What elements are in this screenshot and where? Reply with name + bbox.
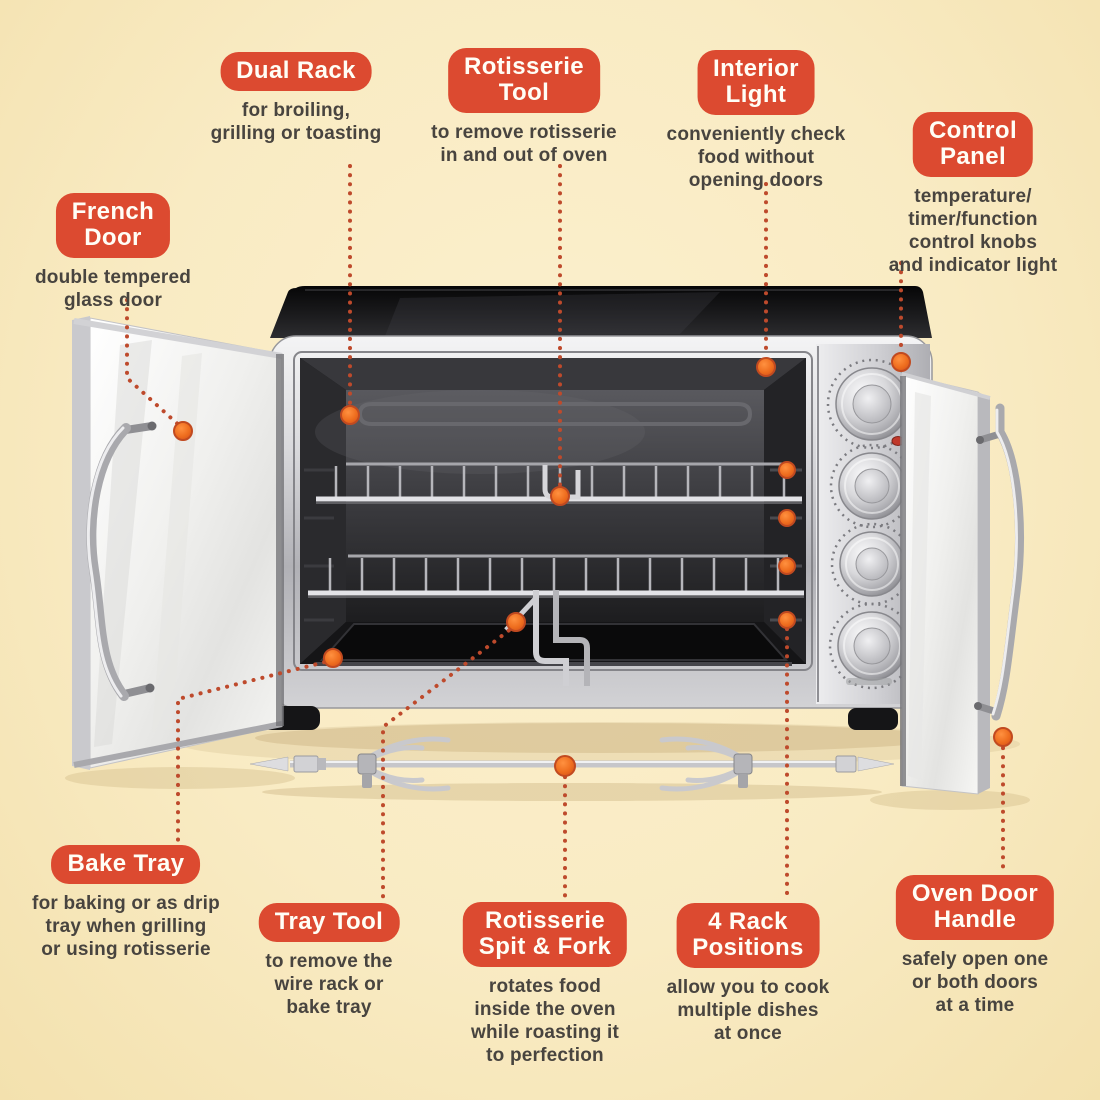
callout-oven-door-handle: Oven Door Handle safely open one or both… [895, 875, 1055, 1017]
tray-tool-marker [506, 612, 526, 632]
rotisserie-tool-marker [550, 486, 570, 506]
floor-shadow [65, 722, 1030, 810]
left-french-door [72, 316, 284, 770]
rotisserie-spit-fork-label: Rotisserie Spit & Fork [462, 902, 628, 967]
timer-knob [830, 522, 914, 606]
callout-control-panel: Control Panel temperature/ timer/functio… [889, 112, 1057, 277]
oven-cavity [300, 358, 806, 686]
french-door-marker [173, 421, 193, 441]
left-door-handle [86, 421, 157, 701]
interior-light-marker [756, 357, 776, 377]
bake-tray-marker [323, 648, 343, 668]
bake-tray-description: for baking or as drip tray when grilling… [32, 893, 220, 960]
rotisserie-tool-description: to remove rotisserie in and out of oven [431, 122, 617, 166]
oven-body [262, 335, 933, 730]
french-door-label: French Door [55, 193, 171, 258]
oven-door-handle-description: safely open one or both doors at a time [901, 949, 1049, 1016]
callout-interior-light: Interior Light conveniently check food w… [667, 50, 846, 192]
tray-tool-description: to remove the wire rack or bake tray [265, 951, 393, 1018]
rack-positions-label: 4 Rack Positions [676, 903, 820, 968]
callout-rack-positions: 4 Rack Positions allow you to cook multi… [667, 903, 830, 1045]
control-panel-marker [891, 352, 911, 372]
french-door-description: double tempered glass door [34, 267, 192, 311]
interior-light-label: Interior Light [697, 50, 815, 115]
control-panel-description: temperature/ timer/function control knob… [888, 186, 1058, 276]
oven-door-handle-marker [993, 727, 1013, 747]
brand-mark [846, 678, 892, 685]
dual-rack-description: for broiling, grilling or toasting [210, 100, 382, 144]
connector-french-door [125, 298, 183, 429]
rack-position-marker-2 [778, 509, 796, 527]
callout-french-door: French Door double tempered glass door [35, 193, 191, 312]
right-door-handle [974, 403, 1024, 721]
right-french-door [900, 372, 1024, 795]
rack-position-marker-4 [778, 611, 796, 629]
callout-rotisserie-tool: Rotisserie Tool to remove rotisserie in … [431, 48, 617, 167]
dual-rack-marker [340, 405, 360, 425]
callout-tray-tool: Tray Tool to remove the wire rack or bak… [258, 903, 400, 1019]
callout-dual-rack: Dual Rack for broiling, grilling or toas… [211, 52, 382, 145]
connector-tray-tool [381, 623, 518, 901]
tray-tool-label: Tray Tool [258, 903, 400, 942]
rotisserie-spit-marker [554, 755, 576, 777]
callout-markers [173, 352, 1013, 777]
callout-bake-tray: Bake Tray for baking or as drip tray whe… [32, 845, 220, 961]
rack-position-marker-3 [778, 557, 796, 575]
temperature-knob [826, 358, 918, 450]
control-panel-label: Control Panel [912, 112, 1034, 177]
rack-position-marker-1 [778, 461, 796, 479]
heating-element [357, 402, 753, 426]
rack-positions-description: allow you to cook multiple dishes at onc… [666, 977, 830, 1044]
interior-light-description: conveniently check food without opening … [666, 124, 846, 191]
rotisserie-spit-fork-description: rotates food inside the oven while roast… [470, 976, 620, 1066]
oven-door-handle-label: Oven Door Handle [895, 875, 1055, 940]
connector-lines [125, 164, 1005, 901]
rotisserie-tool-label: Rotisserie Tool [447, 48, 601, 113]
bake-tray-label: Bake Tray [51, 845, 201, 884]
oven-top [270, 286, 932, 338]
dual-rack-label: Dual Rack [220, 52, 372, 91]
callout-rotisserie-spit-fork: Rotisserie Spit & Fork rotates food insi… [462, 902, 628, 1067]
connector-bake-tray [176, 658, 335, 845]
